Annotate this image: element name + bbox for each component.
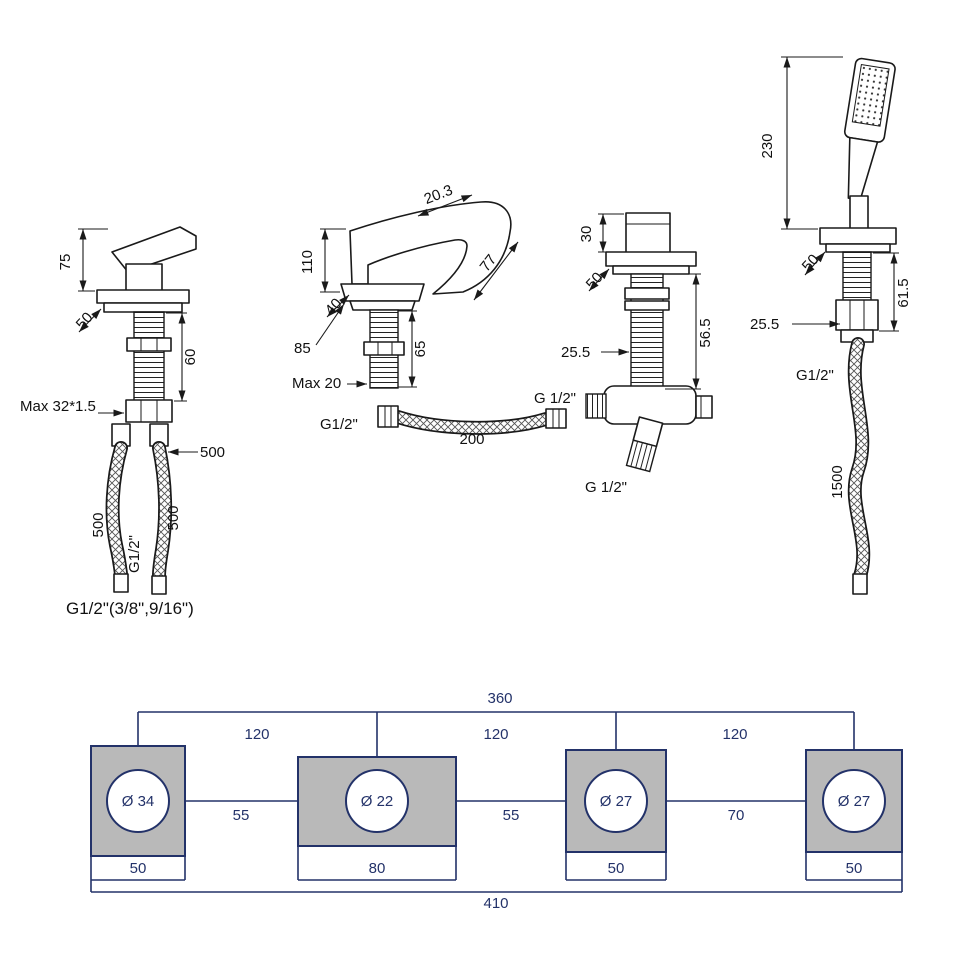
shower-escutcheon xyxy=(819,227,897,253)
layout-width-4: 50 xyxy=(846,860,863,877)
shower-dim-255: 25.5 xyxy=(750,316,779,333)
valve-hose-left-500: 500 xyxy=(90,512,107,537)
spout-max-label: Max 20 xyxy=(292,375,341,392)
spout-dim-65: 65 xyxy=(412,341,429,358)
valve-dim-60: 60 xyxy=(182,349,199,366)
valve-dim-500-offset: 500 xyxy=(200,444,225,461)
shower-dim-50: 50 xyxy=(799,251,823,275)
shower-stem xyxy=(849,195,869,231)
valve-dim-75: 75 xyxy=(57,254,74,271)
spout-dimensions: 110 40 20.3 77 85 65 Max 20 G1/2" 200 G … xyxy=(292,182,576,448)
diverter-drawing: 30 50 56.5 25.5 G 1/2" xyxy=(561,212,714,496)
spray-face xyxy=(851,63,890,127)
spout-escutcheon xyxy=(340,283,425,311)
spout-g-right: G 1/2" xyxy=(534,390,576,407)
spout-dim-85: 85 xyxy=(294,340,311,357)
spout-hose-200: 200 xyxy=(459,431,484,448)
diverter-dim-255: 25.5 xyxy=(561,344,590,361)
shower-drawing: 230 50 61.5 25.5 G1/2" 1500 xyxy=(750,56,912,595)
shower-dim-615: 61.5 xyxy=(895,278,912,307)
spout-dim-110: 110 xyxy=(299,250,316,274)
valve-dim-50: 50 xyxy=(73,309,97,333)
spout-body xyxy=(349,201,512,295)
layout-gap-55-1: 55 xyxy=(233,807,250,824)
layout-width-3: 50 xyxy=(608,860,625,877)
layout-dim-360: 360 xyxy=(487,690,512,707)
valve-dimensions: 75 50 60 Max 32*1.5 500 500 500 G1/2" G1… xyxy=(20,228,225,618)
layout-dim-410: 410 xyxy=(483,895,508,912)
diverter-g-label: G 1/2" xyxy=(585,479,627,496)
shower-dimensions: 230 50 61.5 25.5 G1/2" 1500 xyxy=(750,56,912,499)
layout-dim-120-1: 120 xyxy=(244,726,269,743)
layout-width-2: 80 xyxy=(369,860,386,877)
layout-width-1: 50 xyxy=(130,860,147,877)
diverter-body xyxy=(585,385,713,473)
layout-dim-120-2: 120 xyxy=(483,726,508,743)
shower-hose xyxy=(847,337,871,595)
layout-gap-70: 70 xyxy=(728,807,745,824)
diverter-escutcheon xyxy=(605,251,697,275)
layout-hole-2: Ø 22 xyxy=(361,793,394,810)
layout-hole-circle-1 xyxy=(106,769,170,833)
shower-wand xyxy=(843,57,896,201)
layout-hole-1: Ø 34 xyxy=(122,793,155,810)
hose-end-fitting xyxy=(852,573,868,595)
shower-g-label: G1/2" xyxy=(796,367,834,384)
diverter-shank xyxy=(624,273,670,389)
valve-drawing: 75 50 60 Max 32*1.5 500 500 500 G1/2" G1… xyxy=(20,226,225,618)
layout-hole-circle-3 xyxy=(584,769,648,833)
valve-hose-right-500: 500 xyxy=(165,505,182,530)
diverter-dim-50: 50 xyxy=(583,269,607,293)
spout-g-left: G1/2" xyxy=(320,416,358,433)
spout-shank xyxy=(363,309,405,389)
valve-g-label: G1/2" xyxy=(126,535,143,573)
hose-end-fitting xyxy=(151,575,167,595)
diverter-dim-30: 30 xyxy=(578,226,595,243)
hose-end-fitting xyxy=(113,573,129,593)
hose-nut xyxy=(377,405,399,428)
connection-hose xyxy=(377,405,567,435)
diverter-dim-565: 56.5 xyxy=(697,318,714,347)
layout-hole-4: Ø 27 xyxy=(838,793,871,810)
shower-shank xyxy=(835,251,879,343)
layout-hole-circle-4 xyxy=(822,769,886,833)
valve-handle xyxy=(111,226,197,293)
layout-hole-3: Ø 27 xyxy=(600,793,633,810)
shower-hose-1500: 1500 xyxy=(829,465,846,498)
spout-dim-77: 77 xyxy=(477,251,501,275)
shower-dim-230: 230 xyxy=(759,133,776,158)
hose-nut xyxy=(545,408,567,429)
valve-threaded-shank xyxy=(125,311,173,423)
spout-drawing: 110 40 20.3 77 85 65 Max 20 G1/2" 200 G … xyxy=(292,182,576,448)
valve-bottom-label: G1/2"(3/8",9/16") xyxy=(66,599,194,618)
valve-max-label: Max 32*1.5 xyxy=(20,398,96,415)
layout-gap-55-2: 55 xyxy=(503,807,520,824)
layout-hole-circle-2 xyxy=(345,769,409,833)
valve-escutcheon xyxy=(96,289,190,313)
mounting-layout: Ø 34 Ø 22 Ø 27 Ø 27 360 120 120 120 55 5… xyxy=(90,690,903,912)
layout-dim-120-3: 120 xyxy=(722,726,747,743)
valve-supply-hoses xyxy=(105,423,173,595)
diverter-handle xyxy=(625,212,671,254)
